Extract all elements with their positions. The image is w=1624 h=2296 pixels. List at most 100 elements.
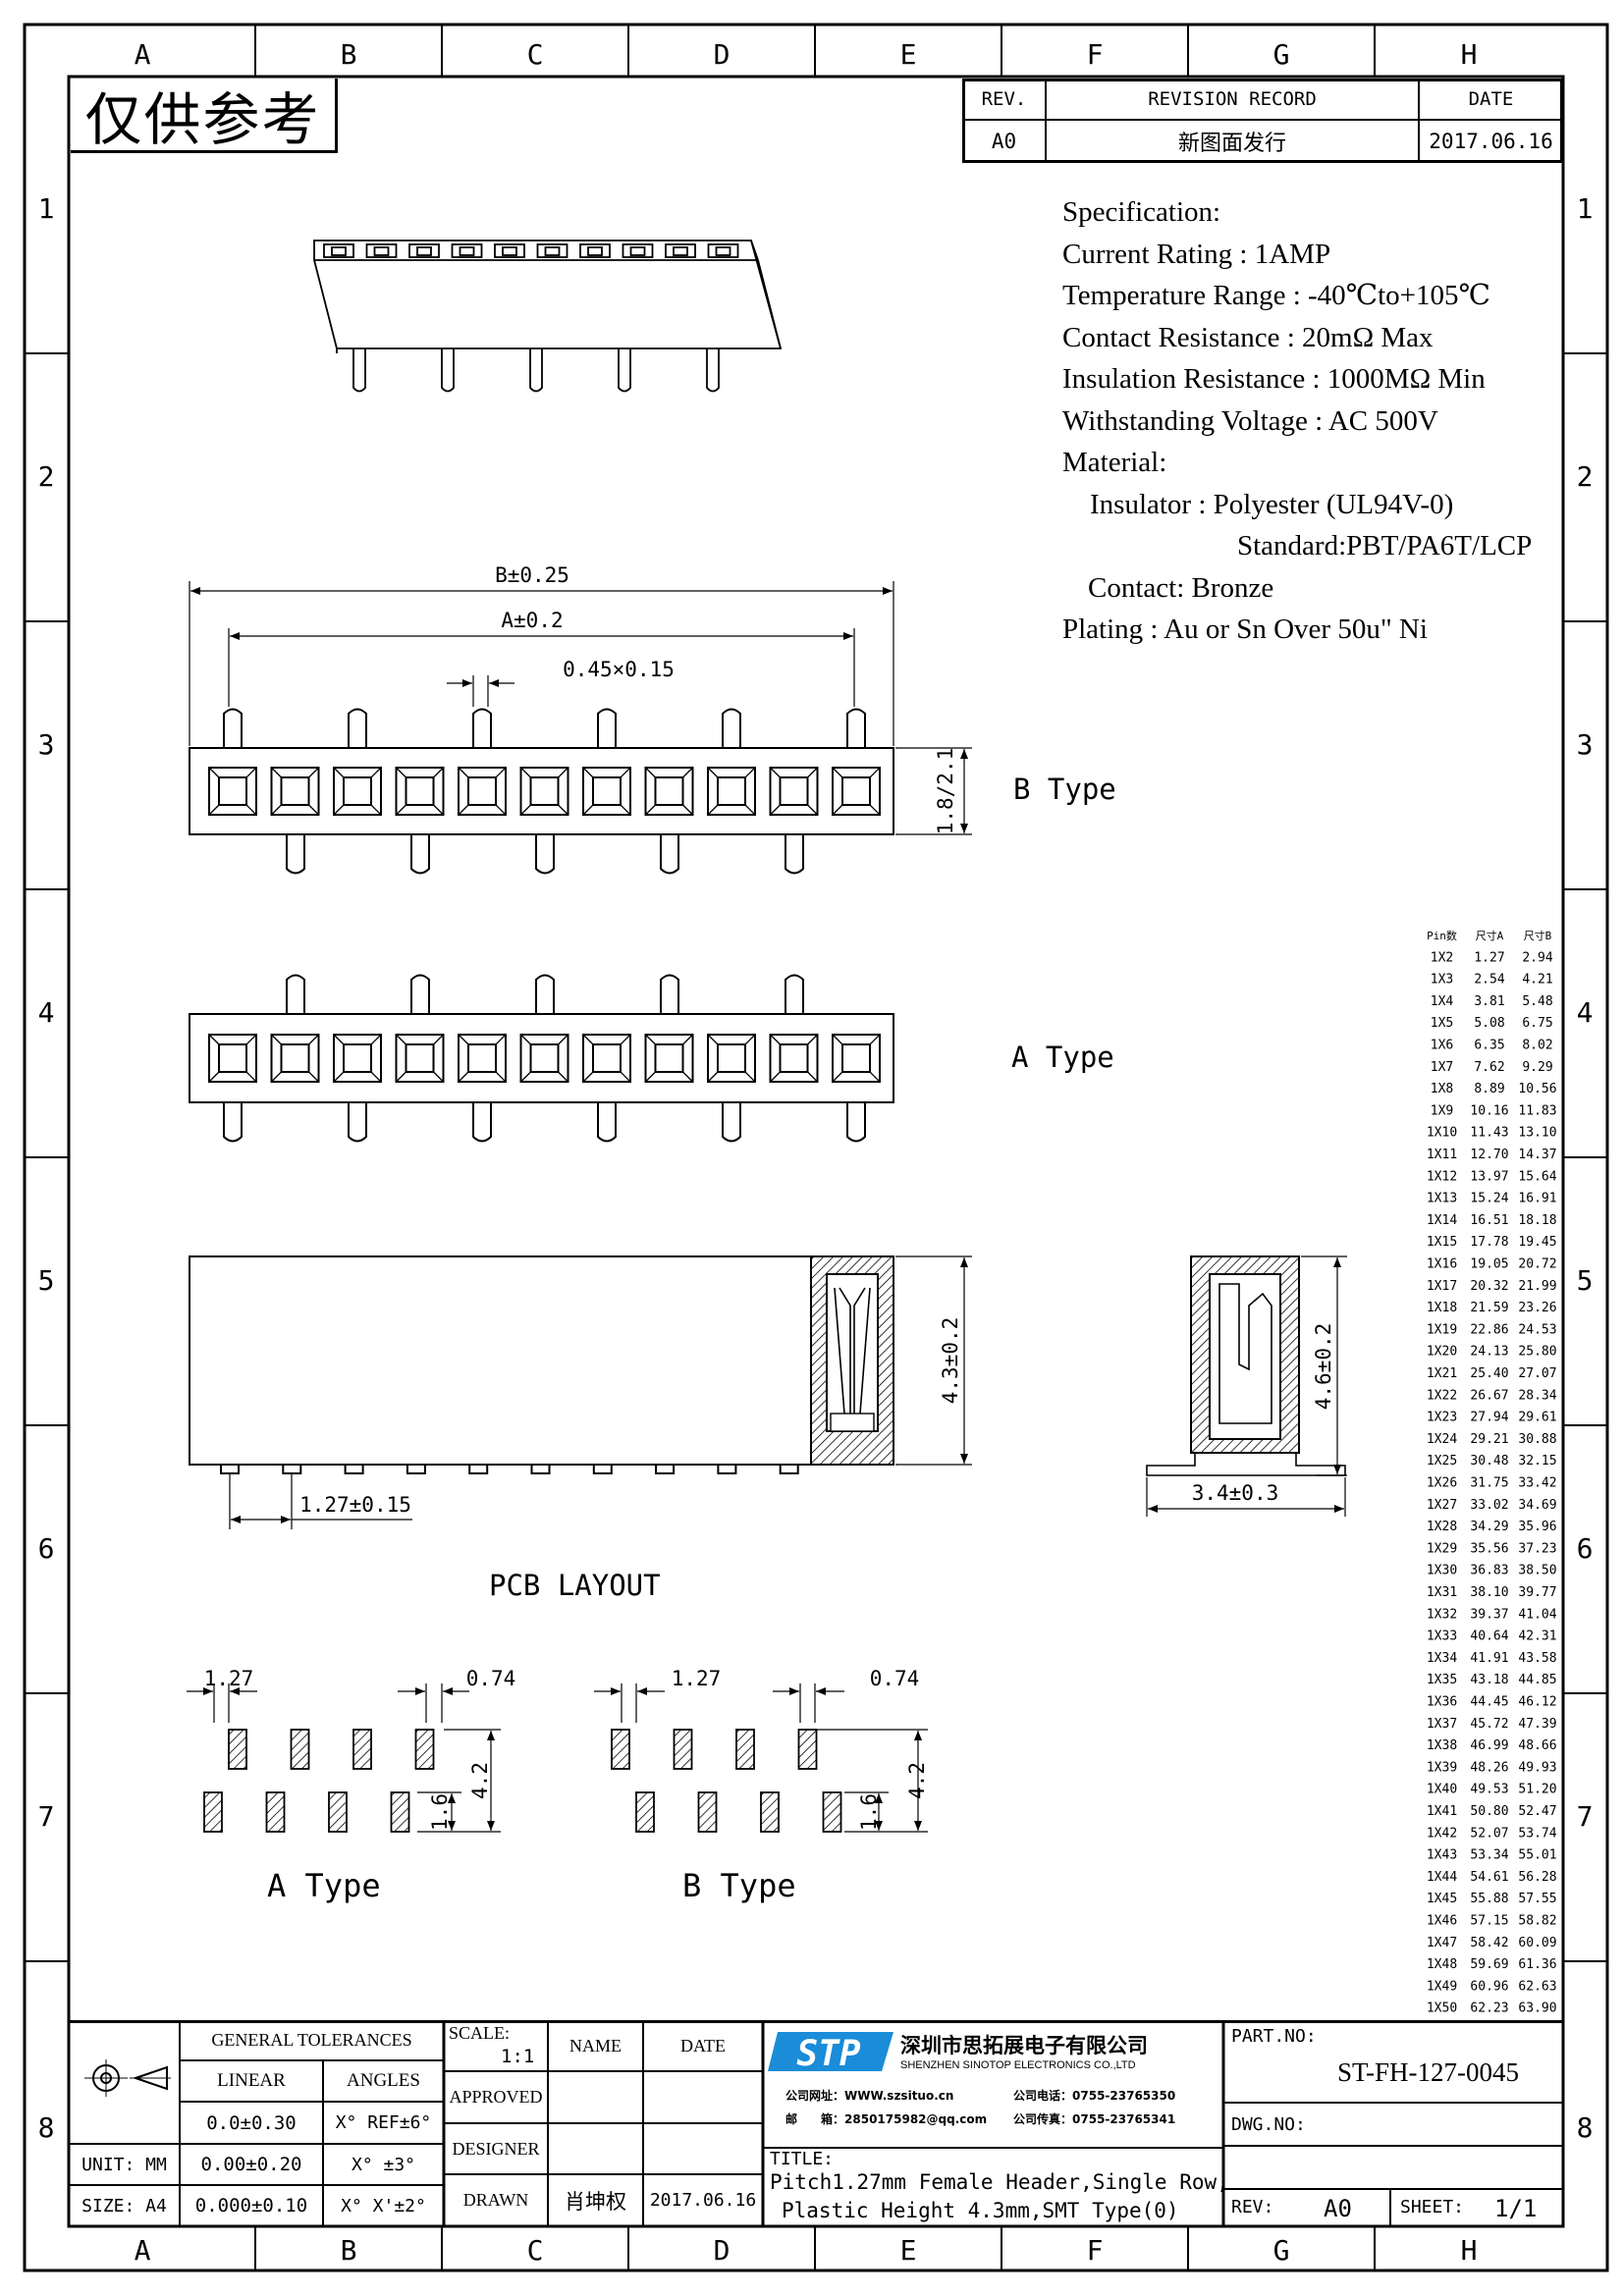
general-tolerances-label: GENERAL TOLERANCES xyxy=(211,2030,412,2050)
company-logo: STP xyxy=(768,2026,895,2077)
solder-pin-bottom xyxy=(785,834,804,875)
contact-cell-inner xyxy=(654,776,684,806)
pin-table-cell: 57.55 xyxy=(1518,1892,1556,1906)
solder-pin-top xyxy=(348,708,367,748)
pin-table-cell: 53.74 xyxy=(1518,1826,1556,1841)
pcb-layout-b xyxy=(594,1683,928,1833)
revision-date-value: 2017.06.16 xyxy=(1429,130,1553,153)
zone-row-8: 8 xyxy=(38,2111,55,2144)
pin-table-cell: 13.10 xyxy=(1518,1126,1556,1141)
zone-row-7-right: 7 xyxy=(1577,1800,1594,1833)
pcb-pad-bottom xyxy=(265,1791,286,1833)
pin-table-header: Pin数 xyxy=(1427,930,1457,942)
solder-pin-top xyxy=(472,708,492,748)
pin-table-cell: 1X14 xyxy=(1427,1213,1457,1228)
pin-table-cell: 43.58 xyxy=(1518,1651,1556,1666)
pin-table-cell: 1X47 xyxy=(1427,1936,1457,1950)
linear-header: LINEAR xyxy=(217,2070,286,2091)
contact-cell-inner xyxy=(654,1043,684,1073)
contact-cell xyxy=(208,767,257,816)
iso-slot xyxy=(494,243,525,258)
contact-cell-inner xyxy=(841,776,871,806)
zone-col-b-bottom: B xyxy=(341,2234,357,2267)
pin-table-cell: 4.21 xyxy=(1522,973,1552,988)
contact-cell xyxy=(333,1034,382,1083)
pin-table-cell: 50.80 xyxy=(1470,1804,1508,1819)
company-name-en: SHENZHEN SINOTOP ELECTRONICS CO.,LTD xyxy=(900,2059,1136,2071)
contact-cell xyxy=(458,1034,507,1083)
iso-slot-inner xyxy=(416,246,432,256)
scale-label: SCALE: xyxy=(449,2023,511,2043)
pin-table-cell: 1X26 xyxy=(1427,1476,1457,1491)
pin-table-cell: 53.34 xyxy=(1470,1848,1508,1863)
pin-table-cell: 1X46 xyxy=(1427,1914,1457,1929)
pin-table-cell: 19.45 xyxy=(1518,1235,1556,1250)
pin-table-cell: 44.85 xyxy=(1518,1673,1556,1687)
pcb-b-h1-label: 1.6 xyxy=(857,1793,881,1831)
pin-table-cell: 1X5 xyxy=(1431,1016,1453,1031)
pin-table-cell: 25.40 xyxy=(1470,1366,1508,1381)
contact-cell xyxy=(270,1034,320,1083)
contact-cell xyxy=(519,1034,569,1083)
rev-value-tb: A0 xyxy=(1324,2195,1352,2222)
reference-only-stamp: 仅供参考 xyxy=(71,79,338,153)
contact-cell-inner xyxy=(592,776,622,806)
solder-pin-bottom xyxy=(472,1102,492,1143)
spec-title: Specification: xyxy=(1062,196,1221,228)
pcb-pad-top xyxy=(290,1729,310,1770)
pin-table-cell: 13.97 xyxy=(1470,1169,1508,1184)
contact-cell xyxy=(519,767,569,816)
pin-table-cell: 7.62 xyxy=(1474,1060,1504,1075)
pin-table-cell: 36.83 xyxy=(1470,1564,1508,1578)
zone-col-d-bottom: D xyxy=(714,2234,731,2267)
date-header-tb: DATE xyxy=(680,2035,726,2056)
drawn-label: DRAWN xyxy=(462,2190,529,2210)
front-pin-foot xyxy=(344,1464,364,1474)
iso-slot xyxy=(408,243,440,258)
contact-cell-inner xyxy=(841,1043,871,1073)
pcb-pad-top xyxy=(228,1729,247,1770)
pin-table-cell: 30.48 xyxy=(1470,1454,1508,1468)
front-pin-foot xyxy=(282,1464,302,1474)
pcb-b-type-label: B Type xyxy=(682,1867,796,1904)
angles-header: ANGLES xyxy=(347,2070,420,2091)
pcb-layout-a xyxy=(187,1683,501,1833)
zone-row-4: 4 xyxy=(38,996,55,1029)
pin-table-cell: 1X28 xyxy=(1427,1520,1457,1534)
pin-table-cell: 41.91 xyxy=(1470,1651,1508,1666)
pcb-pad-bottom xyxy=(697,1791,718,1833)
designer-label: DESIGNER xyxy=(452,2138,540,2159)
iso-slot-inner xyxy=(544,246,561,256)
zone-row-6-right: 6 xyxy=(1577,1532,1594,1565)
pin-table-cell: 34.69 xyxy=(1518,1498,1556,1513)
contact-cell xyxy=(644,1034,694,1083)
zone-col-a: A xyxy=(135,38,151,71)
pin-table-cell: 1X4 xyxy=(1431,994,1454,1009)
zone-col-h: H xyxy=(1461,38,1478,71)
pin-table-cell: 49.93 xyxy=(1518,1760,1556,1775)
pin-table-cell: 52.47 xyxy=(1518,1804,1556,1819)
iso-slot xyxy=(579,243,611,258)
pin-table-cell: 14.37 xyxy=(1518,1148,1556,1162)
title-line-1: Pitch1.27mm Female Header,Single Row, xyxy=(770,2170,1229,2194)
pin-table-cell: 49.53 xyxy=(1470,1783,1508,1797)
zone-col-g: G xyxy=(1273,38,1290,71)
pin-table-cell: 58.42 xyxy=(1470,1936,1508,1950)
zone-row-8-right: 8 xyxy=(1577,2111,1594,2144)
zone-row-2: 2 xyxy=(38,460,55,493)
pin-table-cell: 1X19 xyxy=(1427,1322,1457,1337)
website-value: WWW.szsituo.cn xyxy=(844,2089,954,2103)
contact-cell-inner xyxy=(529,776,560,806)
pin-table-cell: 2.54 xyxy=(1474,973,1504,988)
pin-table-cell: 32.15 xyxy=(1518,1454,1556,1468)
rev-label-tb: REV: xyxy=(1231,2197,1274,2217)
reference-only-text: 仅供参考 xyxy=(84,85,321,153)
revision-record-header: REVISION RECORD xyxy=(1148,88,1317,110)
dwg-no-label: DWG.NO: xyxy=(1231,2114,1306,2135)
pin-table-cell: 39.77 xyxy=(1518,1585,1556,1600)
pin-table-cell: 44.45 xyxy=(1470,1695,1508,1710)
iso-slot xyxy=(665,243,696,258)
pin-table-cell: 33.02 xyxy=(1470,1498,1508,1513)
pcb-pad-top xyxy=(611,1729,630,1770)
